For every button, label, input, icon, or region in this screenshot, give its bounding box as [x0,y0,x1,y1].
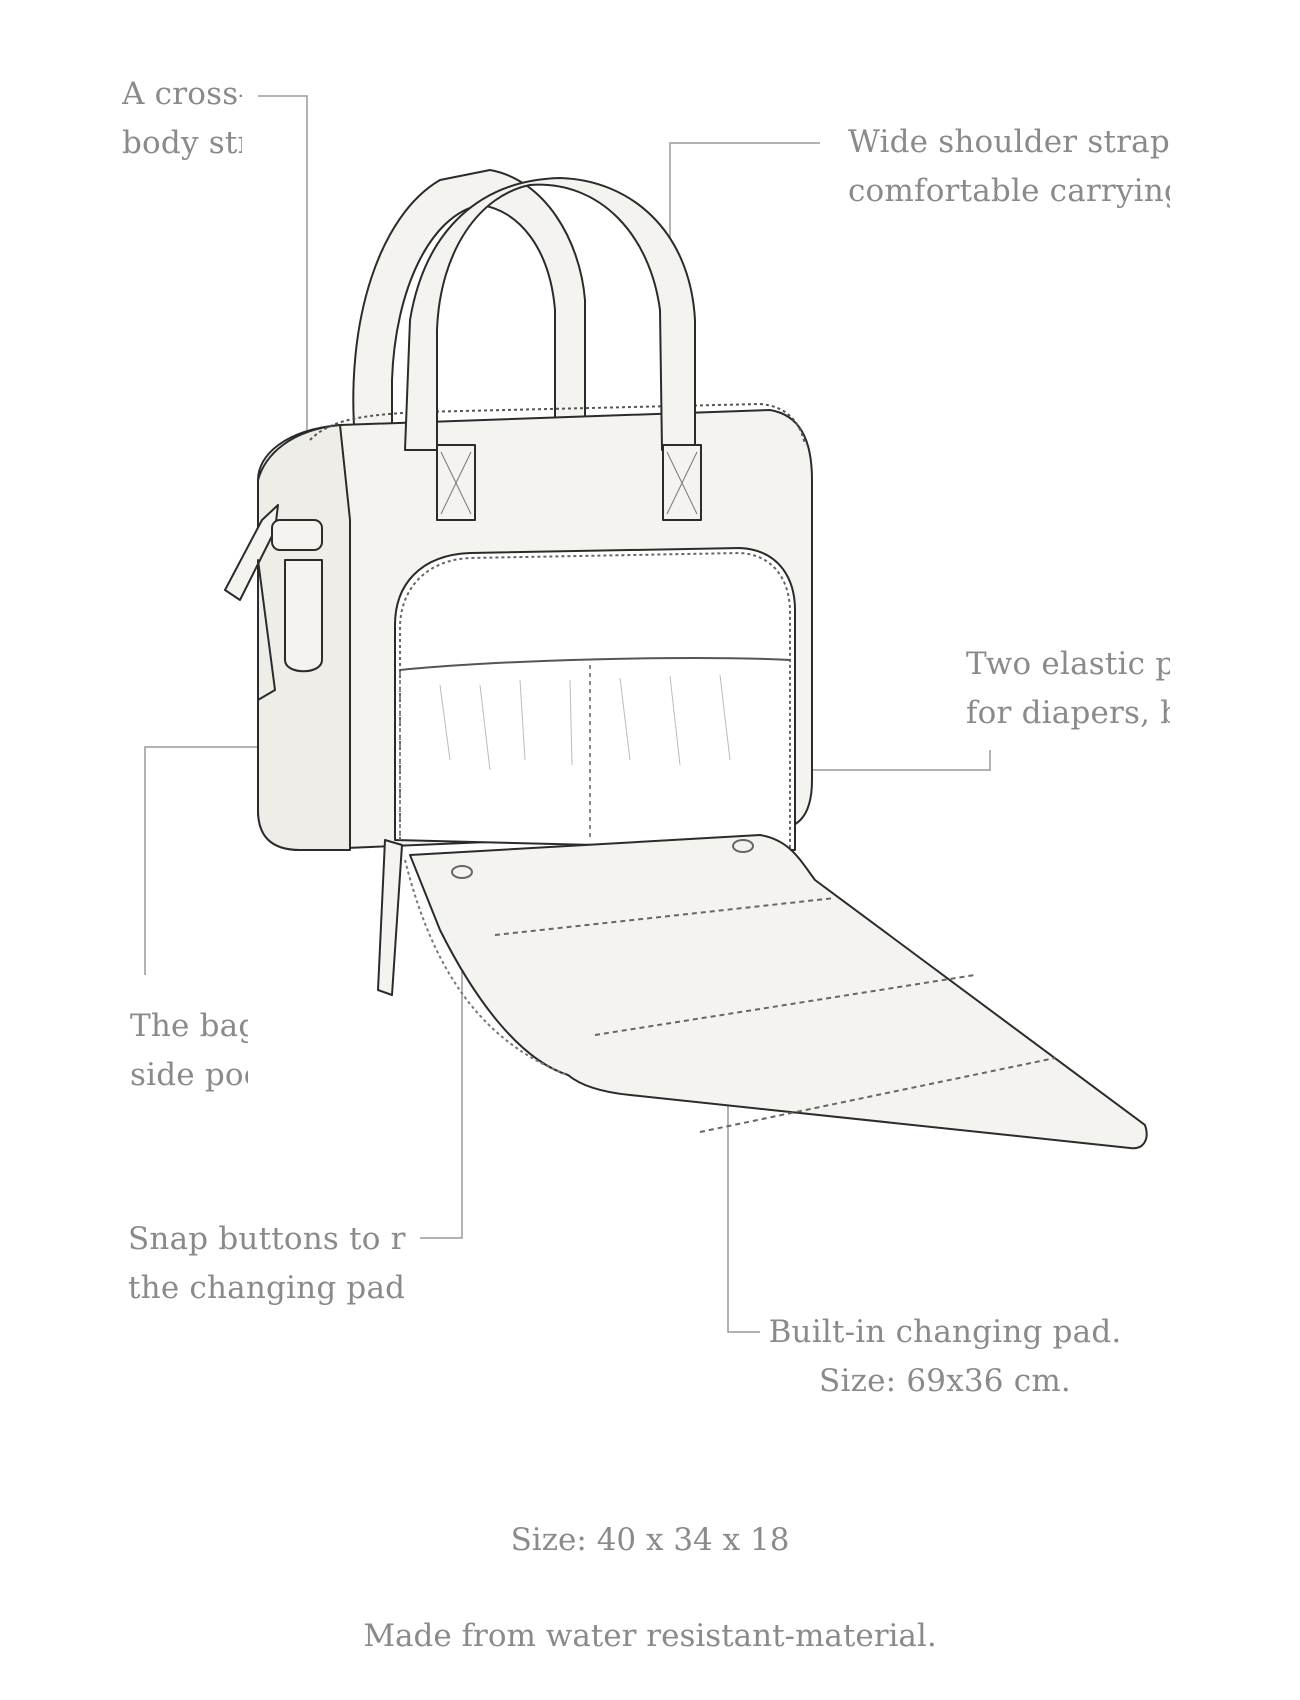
callout-snap-line2: the changing pad. [128,1270,406,1306]
callout-crossbody-line1: A cross- [122,76,242,112]
back-handle [352,169,586,441]
callout-pad-line1: Built-in changing pad. [768,1314,1122,1350]
leader-side [144,746,296,975]
leader-snap [420,880,463,1239]
callout-snap-buttons: Snap buttons to remove the changing pad. [128,1215,406,1313]
callout-side-pockets: The bag has side pockets. [130,1002,248,1100]
callout-shoulder-line1: Wide shoulder straps [848,124,1170,160]
changing-pad [409,834,1148,1150]
callout-changing-pad: Built-in changing pad. Size: 69x36 cm. [765,1308,1125,1406]
callout-elastic-line1: Two elastic pockets [966,646,1170,682]
footer-material: Made from water resistant-material. [363,1618,937,1654]
callout-snap-line1: Snap buttons to remove [128,1221,406,1257]
leader-pad [727,1100,760,1333]
callout-elastic-line2: for diapers, bags. [966,695,1170,731]
snap-button-left [451,865,473,879]
callout-crossbody: A cross- body strap included. [122,70,242,168]
leader-crossbody [258,95,308,500]
callout-side-line2: side pockets. [130,1057,248,1093]
callout-side-line1: The bag has [130,1008,248,1044]
strap-clip [271,519,323,551]
leader-lines [144,95,991,1333]
front-handle [404,177,696,451]
callout-elastic-pockets: Two elastic pockets for diapers, bags. [966,640,1170,738]
front-opening [394,547,796,851]
snap-button-right [732,839,754,853]
side-tab [284,559,323,673]
footer-size: Size: 40 x 34 x 18 [510,1522,790,1558]
leader-shoulder [669,142,820,295]
callout-pad-line2: Size: 69x36 cm. [819,1363,1071,1399]
bag [224,169,1148,1150]
callout-shoulder-straps: Wide shoulder straps comfortable carryin… [848,118,1170,216]
callout-crossbody-line2: body strap included. [122,125,242,161]
front-zipper-pull [377,839,403,996]
callout-shoulder-line2: comfortable carrying. [848,173,1170,209]
